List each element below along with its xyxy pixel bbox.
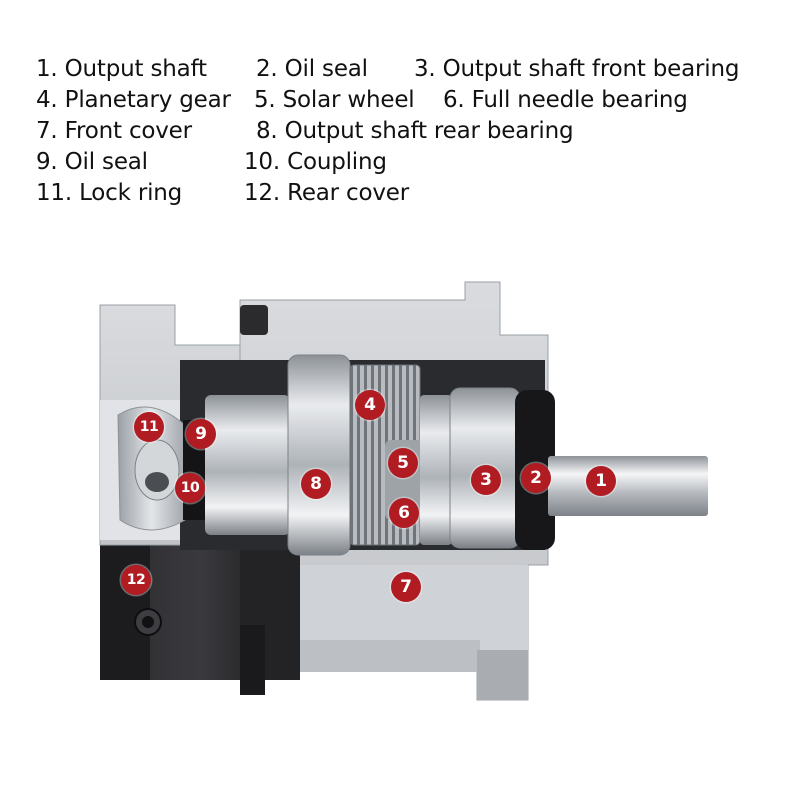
legend-item-rear-cover: 12. Rear cover [244, 180, 409, 206]
rear-bearing [287, 354, 351, 556]
legend-item-output-shaft-front-bearing: 3. Output shaft front bearing [414, 56, 740, 82]
marker-10: 10 [175, 473, 205, 503]
legend-item-output-shaft: 1. Output shaft [36, 56, 207, 82]
coupling-body [205, 395, 290, 535]
legend-item-output-shaft-rear-bearing: 8. Output shaft rear bearing [256, 118, 574, 144]
legend-item-oil-seal-9: 9. Oil seal [36, 149, 148, 175]
marker-2: 2 [521, 463, 551, 493]
needle-bearing [420, 395, 452, 545]
marker-7: 7 [391, 572, 421, 602]
legend-item-planetary-gear: 4. Planetary gear [36, 87, 231, 113]
marker-5: 5 [388, 448, 418, 478]
legend-item-coupling: 10. Coupling [244, 149, 387, 175]
marker-1: 1 [586, 466, 616, 496]
marker-11: 11 [134, 412, 164, 442]
marker-12: 12 [121, 565, 151, 595]
legend-item-front-cover: 7. Front cover [36, 118, 192, 144]
legend-item-full-needle-bearing: 6. Full needle bearing [443, 87, 688, 113]
legend-item-oil-seal: 2. Oil seal [256, 56, 368, 82]
lock-ring [117, 406, 186, 531]
parts-legend: 1. Output shaft 2. Oil seal 3. Output sh… [0, 0, 800, 220]
marker-8: 8 [301, 469, 331, 499]
output-shaft [548, 456, 708, 516]
marker-3: 3 [471, 465, 501, 495]
marker-6: 6 [389, 498, 419, 528]
marker-4: 4 [355, 390, 385, 420]
legend-item-solar-wheel: 5. Solar wheel [254, 87, 415, 113]
legend-item-lock-ring: 11. Lock ring [36, 180, 183, 206]
marker-9: 9 [186, 419, 216, 449]
